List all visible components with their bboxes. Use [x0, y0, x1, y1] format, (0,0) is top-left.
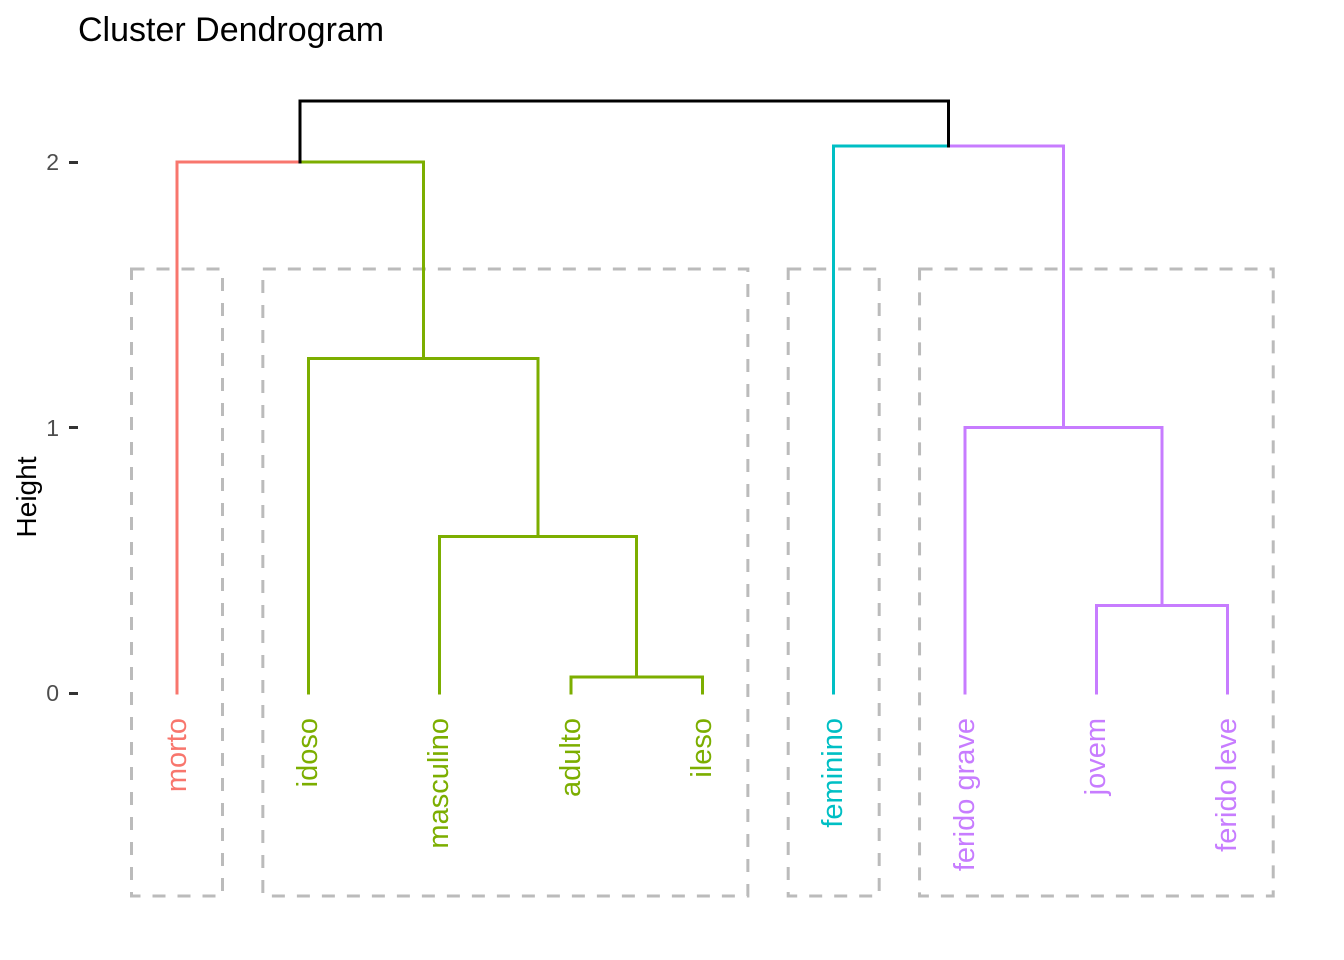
leaf-label-jovem: jovem [1079, 718, 1112, 796]
leaf-label-idoso: idoso [291, 718, 324, 788]
y-tick-label-2: 2 [46, 149, 59, 175]
leaf-label-morto: morto [160, 718, 193, 793]
leaf-label-ileso: ileso [685, 718, 718, 778]
chart-title: Cluster Dendrogram [78, 11, 385, 49]
y-tick-label-0: 0 [46, 680, 59, 706]
leaf-label-ferido-grave: ferido grave [948, 718, 981, 872]
y-tick-mark-2 [69, 160, 78, 164]
leaf-label-ferido-leve: ferido leve [1211, 718, 1244, 852]
y-tick-mark-1 [69, 426, 78, 429]
cluster-box-3 [786, 267, 881, 898]
cluster-box-2 [261, 267, 750, 898]
y-tick-mark-0 [69, 691, 78, 695]
cluster-box-4 [918, 267, 1275, 898]
leaf-label-feminino: feminino [817, 718, 850, 828]
leaf-label-adulto: adulto [554, 718, 587, 798]
leaf-label-masculino: masculino [423, 718, 456, 849]
y-tick-label-1: 1 [46, 414, 59, 441]
cluster-box-1 [130, 267, 224, 898]
